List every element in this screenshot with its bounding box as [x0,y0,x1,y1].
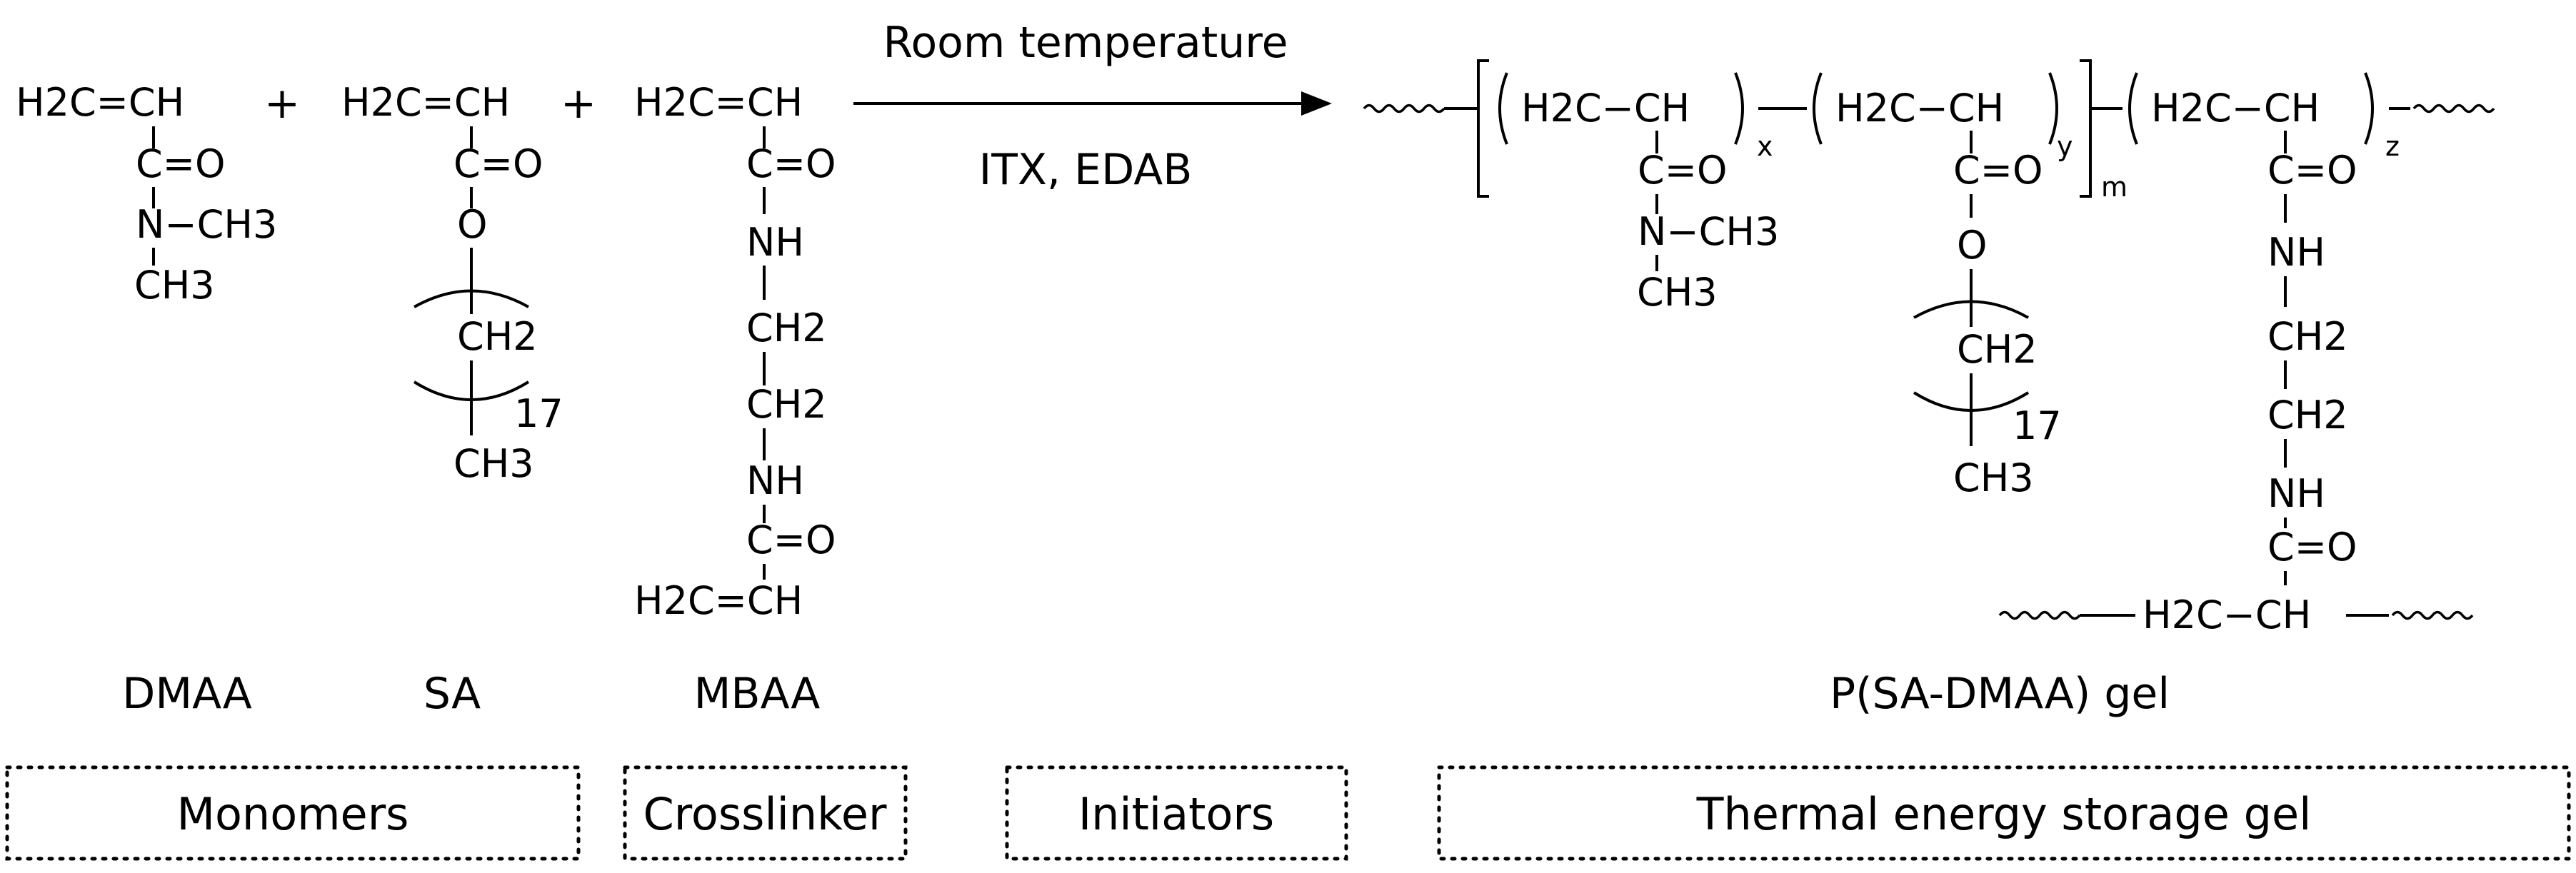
category-boxes: Monomers Crosslinker Initiators Thermal … [5,765,2571,861]
unit-x-backbone: H2C−CH [1521,86,1690,131]
chain-end-wavy [2412,104,2495,113]
sa-repeat-bracket-top [414,289,529,308]
unit-z-carbonyl-top: C=O [2267,148,2357,193]
crosslinker-box [623,765,908,861]
initiators-box [1005,765,1348,861]
unit-y-methylene: CH2 [1957,327,2038,372]
mbaa-structure: H2C=CH C=O NH CH2 CH2 NH C=O H2C=CH MBAA [634,80,836,719]
unit-x-methyl: CH3 [1637,270,1718,315]
sa-structure: H2C=CH C=O O CH2 17 CH3 SA [341,80,563,719]
plus-sign-2: + [561,79,596,128]
unit-y-repeat-bracket-bottom [1913,391,2030,412]
dmaa-methyl: CH3 [134,263,215,308]
mbaa-amide-top: NH [746,220,804,265]
unit-y-subscript: y [2057,131,2073,162]
chain-start-wavy [1363,104,1445,113]
mbaa-amide-bottom: NH [746,458,804,503]
mbaa-carbonyl-bottom: C=O [746,518,836,562]
block-subscript-m: m [2101,171,2128,203]
unit-z-backbone: H2C−CH [2151,86,2320,131]
unit-z-amide-bottom: NH [2267,471,2325,516]
mbaa-vinyl-top: H2C=CH [634,80,803,125]
unit-z-paren-right [2364,72,2374,145]
dmaa-vinyl: H2C=CH [16,80,184,125]
storage-gel-box-label: Thermal energy storage gel [1696,788,2312,840]
mbaa-carbonyl-top: C=O [746,141,836,186]
unit-z-paren-left [2128,72,2138,145]
unit-z-carbonyl-bottom: C=O [2267,525,2357,570]
unit-x-paren-left [1498,72,1508,145]
reaction-arrow: Room temperature ITX, EDAB [853,18,1332,195]
dmaa-label: DMAA [122,669,252,719]
monomers-box-label: Monomers [177,788,409,840]
reaction-condition-temperature: Room temperature [883,18,1288,68]
reaction-condition-initiators: ITX, EDAB [979,145,1193,195]
block-bracket-right [2080,59,2092,198]
sa-carbonyl: C=O [453,141,543,186]
product-structure: m H2C−CH x C=O N−CH3 CH3 H2C−CH y C=O O … [1363,59,2495,719]
mbaa-methylene-2: CH2 [746,382,827,427]
arrow-head [1301,91,1332,116]
sa-ester-oxygen: O [457,202,488,247]
bottom-chain-wavy-right [2391,610,2474,620]
sa-vinyl: H2C=CH [341,80,510,125]
mbaa-methylene-1: CH2 [746,306,827,350]
unit-y-paren-right [2048,72,2058,145]
product-label: P(SA-DMAA) gel [1830,669,2170,719]
unit-y-paren-left [1813,72,1823,145]
mbaa-vinyl-bottom: H2C=CH [634,578,803,623]
crosslinker-box-label: Crosslinker [643,788,887,840]
dmaa-amine: N−CH3 [136,202,277,247]
block-bracket-left [1477,59,1489,198]
unit-y-carbonyl: C=O [1953,148,2043,193]
mbaa-label: MBAA [694,669,821,719]
sa-methyl: CH3 [453,441,534,486]
unit-x-carbonyl: C=O [1638,148,1727,193]
unit-y-repeat-bracket-top [1913,300,2029,319]
bottom-chain-wavy-left [1998,610,2081,620]
unit-z-methylene-1: CH2 [2267,314,2348,359]
unit-x-paren-right [1734,72,1744,145]
plus-sign-1: + [264,79,300,128]
dmaa-structure: H2C=CH C=O N−CH3 CH3 DMAA [16,80,277,719]
dmaa-carbonyl: C=O [136,141,225,186]
unit-y-methyl: CH3 [1953,455,2034,500]
unit-z-methylene-2: CH2 [2267,393,2348,438]
unit-z-amide-top: NH [2267,230,2325,275]
sa-label: SA [424,669,481,719]
unit-y-backbone: H2C−CH [1835,86,2004,131]
unit-x-amine: N−CH3 [1638,209,1779,254]
unit-y-ester-oxygen: O [1957,223,1988,268]
unit-x-subscript: x [1757,131,1773,162]
sa-repeat-bracket-bottom [413,380,530,401]
sa-methylene: CH2 [457,314,538,359]
unit-y-repeat-count: 17 [2013,403,2062,448]
sa-repeat-count: 17 [514,391,563,436]
unit-z-subscript: z [2385,131,2400,162]
initiators-box-label: Initiators [1078,788,1274,840]
bottom-chain-unit: H2C−CH [2143,592,2311,637]
